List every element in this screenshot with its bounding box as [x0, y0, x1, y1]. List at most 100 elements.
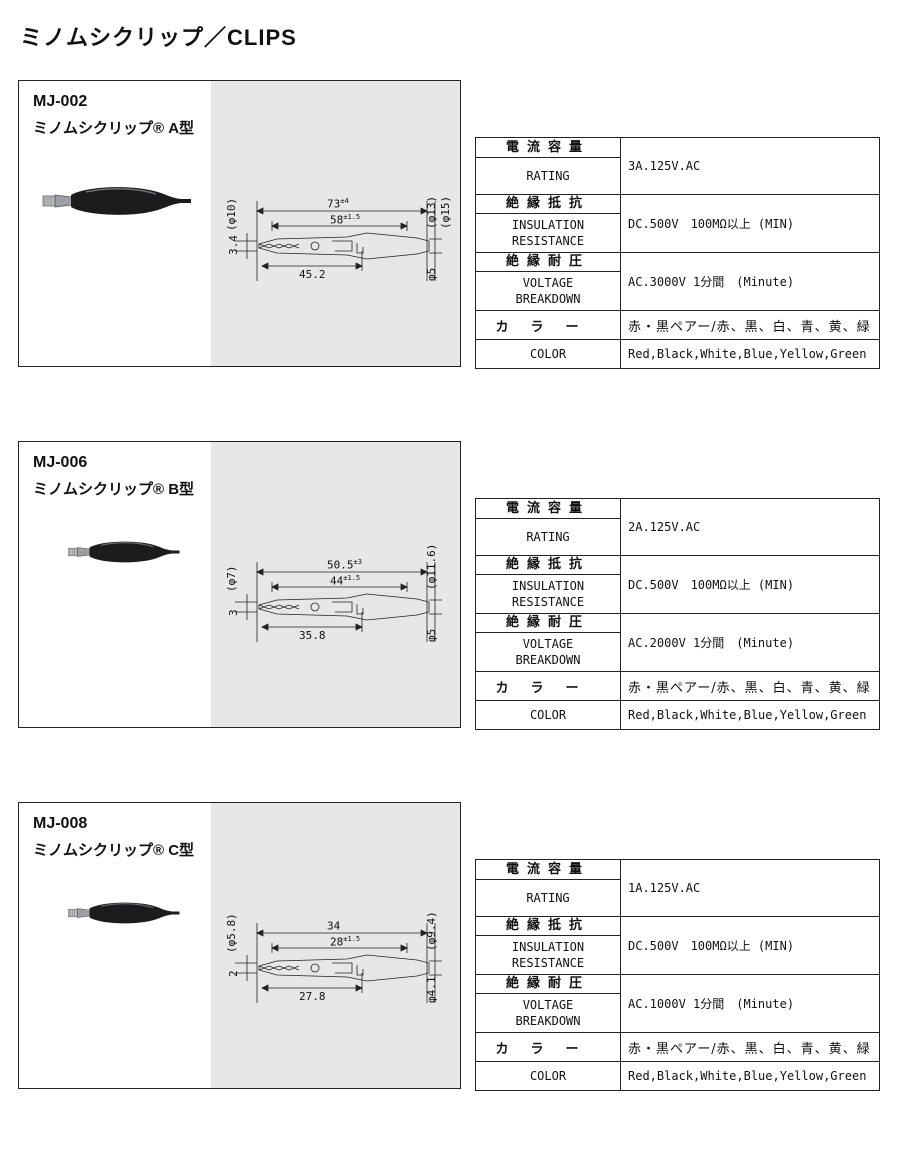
- dim-dia-right-1: (φ11.6): [425, 543, 438, 590]
- rating-label-jp: 電流容量: [476, 139, 620, 158]
- dim-dia-left: (φ10): [225, 197, 238, 231]
- dim-inner: 58±1.5: [330, 213, 361, 227]
- rating-label: 電流容量 RATING: [475, 859, 621, 917]
- dimension-drawing: [235, 201, 442, 281]
- insulation-label: 絶縁抵抗 INSULATION RESISTANCE: [475, 555, 621, 614]
- product-name: ミノムシクリップ® C型: [33, 842, 195, 859]
- dim-dia-inner: φ5: [425, 628, 438, 642]
- color-value-jp: 赤・黒ペアー/赤、黒、白、青、黄、緑: [620, 671, 880, 701]
- rating-label-jp: 電流容量: [476, 500, 620, 519]
- page-title: ミノムシクリップ／CLIPS: [20, 25, 297, 50]
- dim-inner: 28±1.5: [330, 935, 361, 949]
- dimension-drawing: [235, 562, 442, 642]
- color-label-en: COLOR: [475, 700, 621, 730]
- clip-photo: [42, 187, 191, 215]
- color-label-jp: カラー: [475, 1032, 621, 1062]
- dim-jaw: 27.8: [299, 990, 326, 1003]
- color-value-en: Red,Black,White,Blue,Yellow,Green: [620, 339, 880, 369]
- rating-label: 電流容量 RATING: [475, 137, 621, 195]
- dim-labels: 34 28±1.5 27.8 2 (φ5.8) (φ9.4) φ4.1: [217, 863, 452, 1033]
- dim-offset: 3: [227, 609, 240, 616]
- color-value-jp: 赤・黒ペアー/赤、黒、白、青、黄、緑: [620, 310, 880, 340]
- insulation-value: DC.500V 100MΩ以上 (MIN): [620, 194, 880, 253]
- insulation-label-en-2: RESISTANCE: [511, 956, 585, 970]
- product-name: ミノムシクリップ® B型: [33, 481, 195, 498]
- dim-dia-inner: φ5: [425, 267, 438, 281]
- voltage-value: AC.2000V 1分間 (Minute): [620, 613, 880, 672]
- rating-value: 3A.125V.AC: [620, 137, 880, 195]
- insulation-label-jp: 絶縁抵抗: [476, 917, 620, 936]
- voltage-label-en-2: BREAKDOWN: [515, 653, 581, 667]
- dim-inner: 44±1.5: [330, 574, 361, 588]
- product-name: ミノムシクリップ® A型: [33, 120, 195, 137]
- voltage-label-jp: 絶縁耐圧: [476, 975, 620, 994]
- insulation-value: DC.500V 100MΩ以上 (MIN): [620, 916, 880, 975]
- product-section: MJ-008 ミノムシクリップ® C型: [0, 802, 900, 1102]
- insulation-label: 絶縁抵抗 INSULATION RESISTANCE: [475, 916, 621, 975]
- clip-photo: [68, 541, 180, 563]
- drawing-area: [211, 803, 460, 1088]
- dimension-drawing: [235, 923, 442, 1003]
- rating-label-en: RATING: [526, 890, 570, 905]
- rating-value: 2A.125V.AC: [620, 498, 880, 556]
- voltage-label-jp: 絶縁耐圧: [476, 614, 620, 633]
- color-value-en: Red,Black,White,Blue,Yellow,Green: [620, 700, 880, 730]
- dim-dia-right-1: (φ9.4): [425, 911, 438, 951]
- dim-overall: 50.5±3: [327, 558, 362, 572]
- voltage-label-en-1: VOLTAGE: [522, 637, 574, 651]
- insulation-label-en-1: INSULATION: [511, 579, 585, 593]
- voltage-label-en-2: BREAKDOWN: [515, 292, 581, 306]
- dim-labels: 73±4 58±1.5 45.2 3.4 (φ10) (φ13) (φ15) φ…: [217, 141, 452, 311]
- dim-labels: 50.5±3 44±1.5 35.8 3 (φ7) (φ11.6) φ5: [217, 502, 452, 672]
- insulation-label-en-1: INSULATION: [511, 218, 585, 232]
- color-value-jp: 赤・黒ペアー/赤、黒、白、青、黄、緑: [620, 1032, 880, 1062]
- insulation-label-en-2: RESISTANCE: [511, 595, 585, 609]
- dim-overall: 34: [327, 919, 341, 933]
- dim-jaw: 35.8: [299, 629, 326, 642]
- dim-dia-inner: φ4.1: [425, 976, 438, 1004]
- rating-value: 1A.125V.AC: [620, 859, 880, 917]
- clip-photo: [68, 902, 180, 924]
- product-section: MJ-002 ミノムシクリップ® A型: [0, 80, 900, 380]
- dim-dia-right-1: (φ13): [425, 195, 438, 229]
- product-card: MJ-008 ミノムシクリップ® C型: [18, 802, 461, 1089]
- dim-dia-left: (φ7): [225, 565, 238, 593]
- insulation-value: DC.500V 100MΩ以上 (MIN): [620, 555, 880, 614]
- product-card: MJ-006 ミノムシクリップ® B型: [18, 441, 461, 728]
- product-card: MJ-002 ミノムシクリップ® A型: [18, 80, 461, 367]
- voltage-label: 絶縁耐圧 VOLTAGE BREAKDOWN: [475, 974, 621, 1033]
- dim-dia-right-2: (φ15): [439, 195, 452, 229]
- product-code: MJ-008: [33, 815, 88, 832]
- dim-dia-left: (φ5.8): [225, 913, 238, 953]
- color-value-en: Red,Black,White,Blue,Yellow,Green: [620, 1061, 880, 1091]
- product-section: MJ-006 ミノムシクリップ® B型: [0, 441, 900, 741]
- drawing-area: [211, 81, 460, 366]
- rating-label-en: RATING: [526, 529, 570, 544]
- voltage-label: 絶縁耐圧 VOLTAGE BREAKDOWN: [475, 252, 621, 311]
- spec-table: 電流容量 RATING 2A.125V.AC 絶縁抵抗 INSULATION RE…: [475, 498, 880, 730]
- insulation-label-jp: 絶縁抵抗: [476, 556, 620, 575]
- color-label-jp: カラー: [475, 671, 621, 701]
- dim-overall: 73±4: [327, 197, 349, 211]
- rating-label: 電流容量 RATING: [475, 498, 621, 556]
- dim-offset: 2: [227, 970, 240, 977]
- spec-table: 電流容量 RATING 1A.125V.AC 絶縁抵抗 INSULATION RE…: [475, 859, 880, 1091]
- insulation-label-en-1: INSULATION: [511, 940, 585, 954]
- voltage-value: AC.3000V 1分間 (Minute): [620, 252, 880, 311]
- insulation-label-jp: 絶縁抵抗: [476, 195, 620, 214]
- color-label-en: COLOR: [475, 1061, 621, 1091]
- voltage-label-jp: 絶縁耐圧: [476, 253, 620, 272]
- voltage-label-en-1: VOLTAGE: [522, 276, 574, 290]
- rating-label-en: RATING: [526, 168, 570, 183]
- product-code: MJ-006: [33, 454, 88, 471]
- voltage-value: AC.1000V 1分間 (Minute): [620, 974, 880, 1033]
- voltage-label: 絶縁耐圧 VOLTAGE BREAKDOWN: [475, 613, 621, 672]
- color-label-en: COLOR: [475, 339, 621, 369]
- dim-jaw: 45.2: [299, 268, 326, 281]
- voltage-label-en-1: VOLTAGE: [522, 998, 574, 1012]
- rating-label-jp: 電流容量: [476, 861, 620, 880]
- product-code: MJ-002: [33, 93, 88, 110]
- voltage-label-en-2: BREAKDOWN: [515, 1014, 581, 1028]
